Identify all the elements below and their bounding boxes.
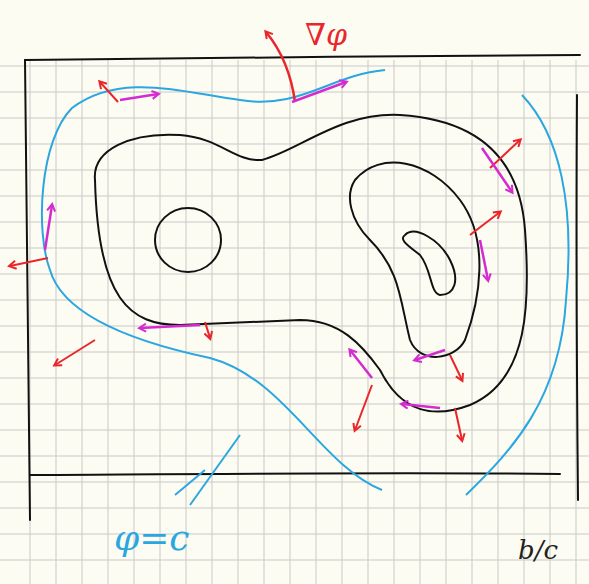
phi-c-curve	[42, 70, 569, 505]
tangent-arrows	[45, 82, 512, 408]
gradient-label: ∇φ	[303, 18, 349, 51]
grid	[0, 60, 589, 584]
domain-boundary	[25, 55, 580, 520]
level-set-label: φ=c	[112, 518, 192, 558]
boundary-condition-note: b/c	[516, 536, 560, 565]
level-curves	[95, 115, 527, 412]
gradient-arrows	[10, 32, 520, 440]
